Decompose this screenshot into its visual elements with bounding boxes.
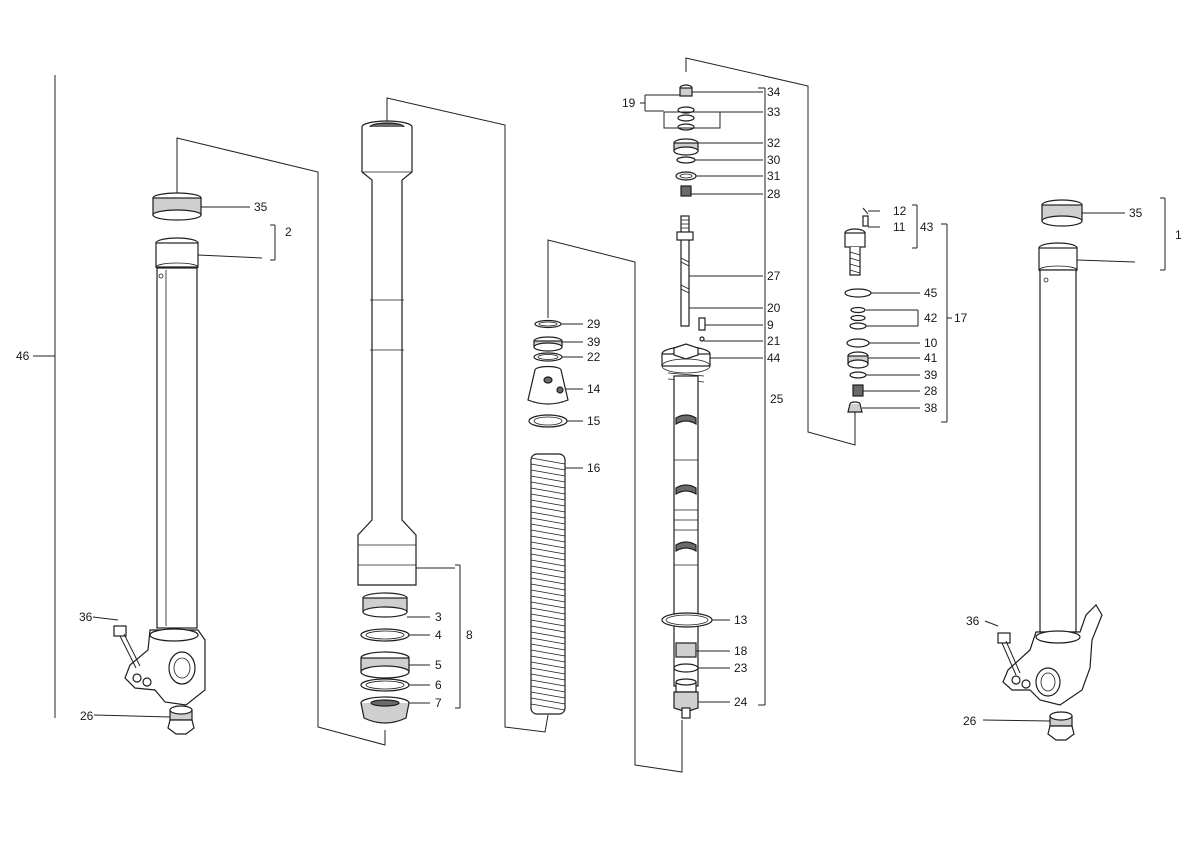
callout-35-left: 35	[254, 200, 268, 214]
damper-cartridge	[640, 84, 766, 719]
callout-21: 21	[767, 334, 781, 348]
callout-13: 13	[734, 613, 748, 627]
callout-42: 42	[924, 311, 938, 325]
spring-stack	[527, 319, 583, 715]
callout-20: 20	[767, 301, 781, 315]
callout-3: 3	[435, 610, 442, 624]
callout-28-right: 28	[924, 384, 938, 398]
callout-5: 5	[435, 658, 442, 672]
callout-26-left: 26	[80, 709, 94, 723]
callout-19: 19	[622, 96, 636, 110]
callout-4: 4	[435, 628, 442, 642]
callout-16: 16	[587, 461, 601, 475]
right-fork-leg	[982, 197, 1166, 741]
valve-assembly	[844, 204, 952, 423]
callout-labels: 46 35 2 36 26 3 4 5 6 7 8 29 39 22 14 15…	[16, 85, 1182, 728]
callout-25: 25	[770, 392, 784, 406]
callout-36-right: 36	[966, 614, 980, 628]
callout-27: 27	[767, 269, 781, 283]
callout-39-right: 39	[924, 368, 938, 382]
callout-30: 30	[767, 153, 781, 167]
callout-17: 17	[954, 311, 968, 325]
callout-44: 44	[767, 351, 781, 365]
callout-41: 41	[924, 351, 938, 365]
callout-28-left: 28	[767, 187, 781, 201]
callout-34: 34	[767, 85, 781, 99]
callout-46: 46	[16, 349, 30, 363]
callout-15: 15	[587, 414, 601, 428]
guide-lines	[176, 57, 856, 773]
callout-24: 24	[734, 695, 748, 709]
callout-45: 45	[924, 286, 938, 300]
callout-10: 10	[924, 336, 938, 350]
callout-18: 18	[734, 644, 748, 658]
callout-38: 38	[924, 401, 938, 415]
callout-32: 32	[767, 136, 781, 150]
callout-43: 43	[920, 220, 934, 234]
left-fork-leg	[33, 75, 276, 735]
slider-tube	[357, 120, 461, 724]
callout-7: 7	[435, 696, 442, 710]
callout-2: 2	[285, 225, 292, 239]
callout-11: 11	[893, 220, 906, 234]
callout-31: 31	[767, 169, 781, 183]
callout-39-left: 39	[587, 335, 601, 349]
callout-35-right: 35	[1129, 206, 1143, 220]
callout-29: 29	[587, 317, 601, 331]
callout-36-left: 36	[79, 610, 93, 624]
callout-33: 33	[767, 105, 781, 119]
callout-8: 8	[466, 628, 473, 642]
callout-22: 22	[587, 350, 601, 364]
callout-6: 6	[435, 678, 442, 692]
callout-14: 14	[587, 382, 601, 396]
callout-12: 12	[893, 204, 907, 218]
callout-9: 9	[767, 318, 774, 332]
spring-coils	[530, 453, 566, 715]
callout-1: 1	[1175, 228, 1182, 242]
callout-26-right: 26	[963, 714, 977, 728]
callout-23: 23	[734, 661, 748, 675]
